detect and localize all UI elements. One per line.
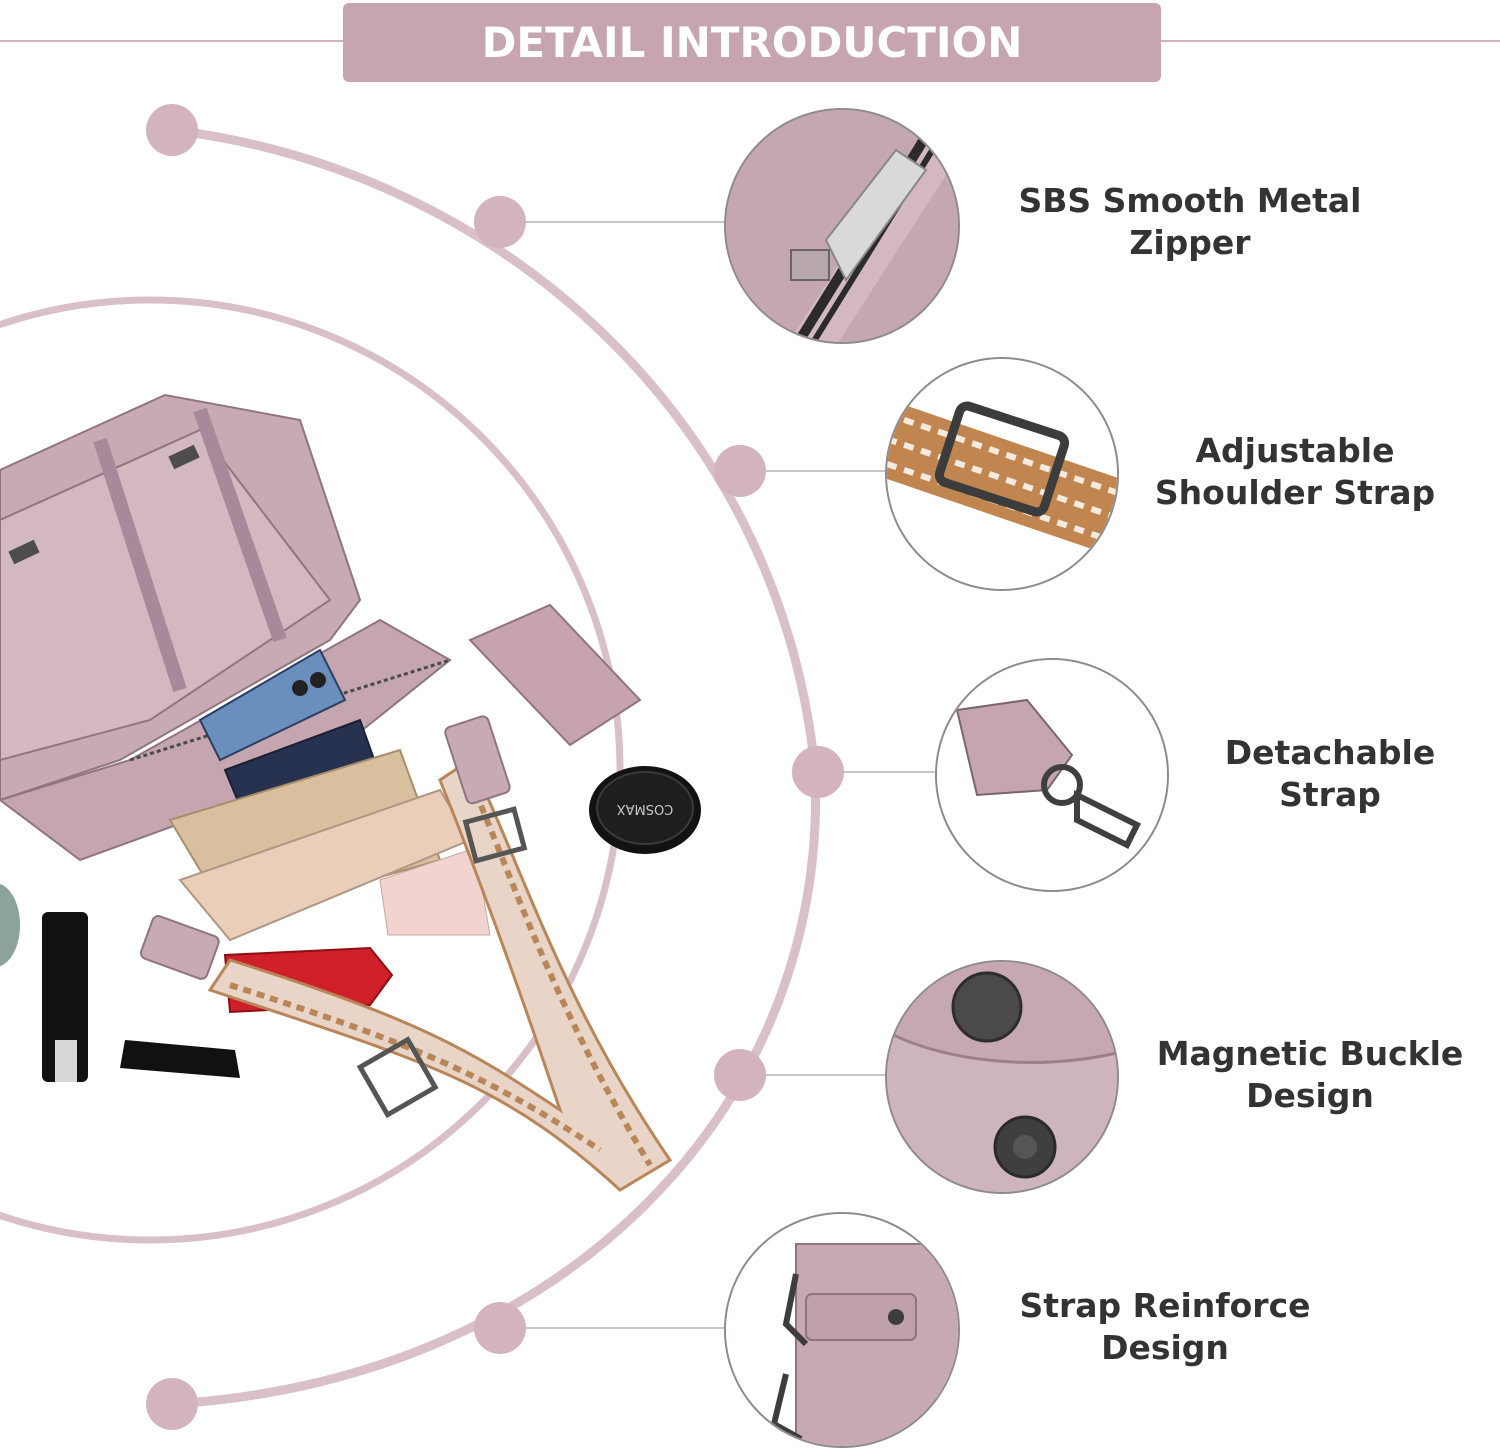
- magnet-icon: [887, 962, 1117, 1192]
- page-title: DETAIL INTRODUCTION: [481, 18, 1023, 67]
- bag-illustration: [0, 393, 701, 1192]
- feature-magnetic-line1: Magnetic Buckle: [1156, 1034, 1464, 1073]
- feature-detachable-line2: Strap: [1279, 775, 1381, 814]
- arc-dot-5: [474, 1302, 526, 1354]
- feature-zipper-line1: SBS Smooth Metal: [1018, 181, 1362, 220]
- feature-label-detachable: Detachable Strap: [1200, 732, 1460, 816]
- strap-hook-closeup: [935, 658, 1169, 892]
- strap-buckle-closeup: [885, 357, 1119, 591]
- feature-label-strap: Adjustable Shoulder Strap: [1140, 430, 1450, 514]
- feature-magnetic-line2: Design: [1246, 1076, 1374, 1115]
- magnetic-snap-closeup: [885, 960, 1119, 1194]
- reinforce-icon: [726, 1214, 958, 1446]
- arc-dot-top: [146, 104, 198, 156]
- strap-reinforce-closeup: [724, 1212, 960, 1448]
- arc-dot-bottom: [146, 1378, 198, 1430]
- feature-strap-line2: Shoulder Strap: [1154, 473, 1436, 512]
- header-divider-left: [0, 40, 345, 42]
- feature-reinforce-line2: Design: [1101, 1328, 1229, 1367]
- inner-ring: [0, 296, 624, 1244]
- zipper-icon: [726, 110, 958, 342]
- arc-dot-3: [792, 746, 844, 798]
- header-divider-right: [1160, 40, 1500, 42]
- arc-dot-2: [714, 445, 766, 497]
- compact-label: COSMAX: [617, 801, 674, 816]
- feature-zipper-line2: Zipper: [1129, 223, 1251, 262]
- arc-dot-4: [714, 1049, 766, 1101]
- feature-label-magnetic: Magnetic Buckle Design: [1140, 1033, 1480, 1117]
- feature-detachable-line1: Detachable: [1224, 733, 1436, 772]
- feature-strap-line1: Adjustable: [1195, 431, 1395, 470]
- hook-icon: [937, 660, 1167, 890]
- feature-label-reinforce: Strap Reinforce Design: [1000, 1285, 1330, 1369]
- arc-dot-1: [474, 196, 526, 248]
- buckle-icon: [887, 359, 1117, 589]
- feature-label-zipper: SBS Smooth Metal Zipper: [1000, 180, 1380, 264]
- header-banner: DETAIL INTRODUCTION: [343, 3, 1161, 82]
- zipper-closeup: [724, 108, 960, 344]
- feature-reinforce-line1: Strap Reinforce: [1019, 1286, 1311, 1325]
